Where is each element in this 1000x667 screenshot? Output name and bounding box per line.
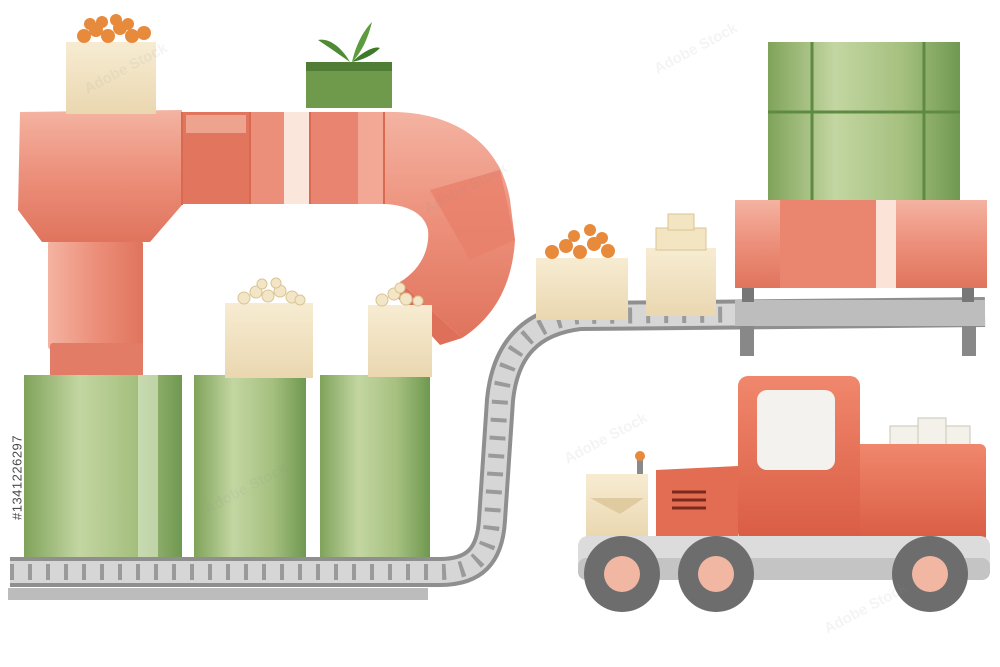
box-oranges-top <box>66 14 156 114</box>
plant-pot <box>306 22 392 108</box>
box-grains-1 <box>225 277 313 378</box>
wheel-rear <box>892 536 968 612</box>
pipe-system <box>18 110 515 381</box>
delivery-truck <box>578 376 990 612</box>
storage-container <box>735 42 987 302</box>
green-bins <box>24 375 430 575</box>
wheel-middle <box>678 536 754 612</box>
conveyor-track <box>8 297 986 600</box>
box-grains-conveyor <box>646 213 716 316</box>
box-grains-2 <box>368 282 432 377</box>
stock-id-label: #1341226297 <box>9 434 25 521</box>
box-oranges-conveyor <box>536 224 628 320</box>
wheel-front <box>584 536 660 612</box>
